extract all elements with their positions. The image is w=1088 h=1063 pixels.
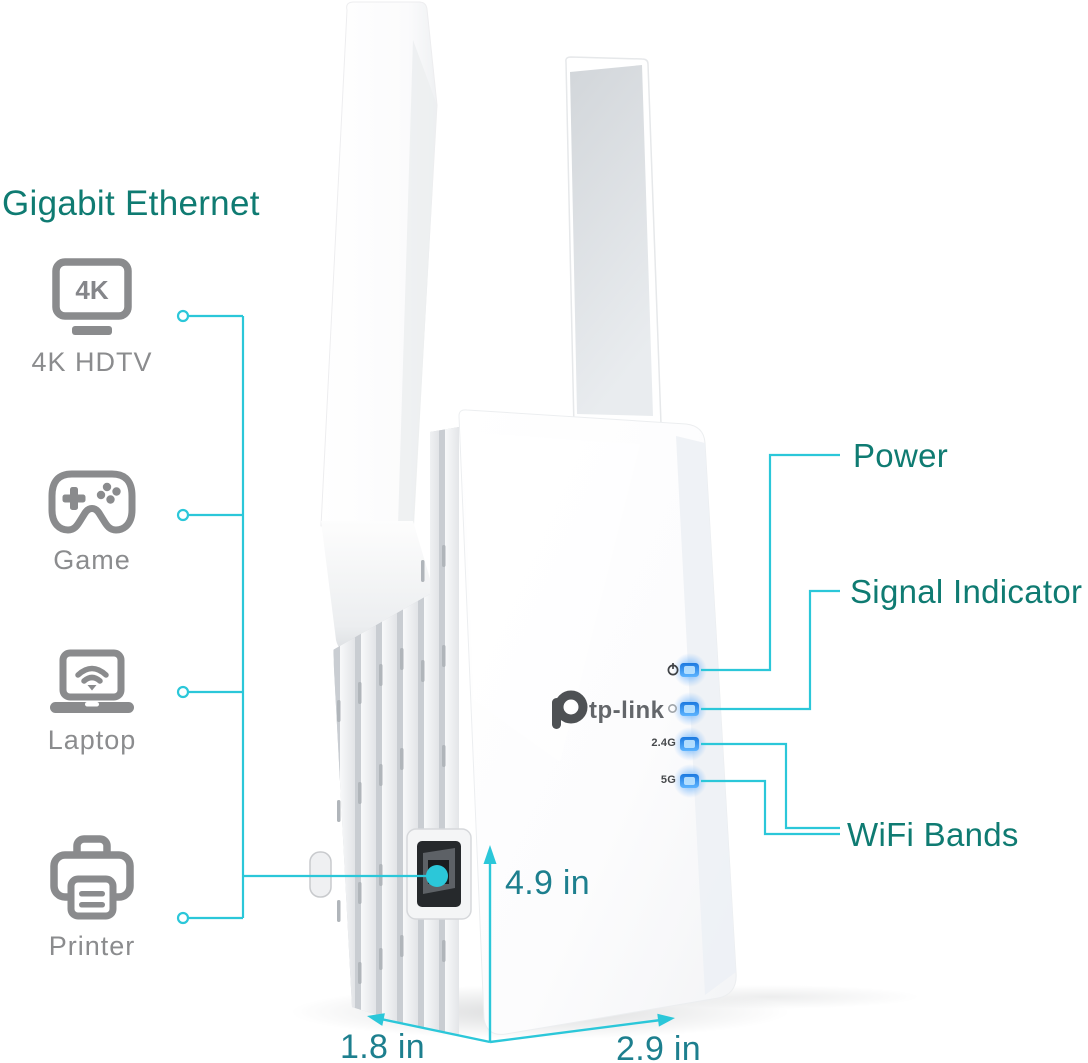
printer-icon	[50, 835, 134, 920]
band-5g-led-label: 5G	[660, 774, 676, 786]
power-icon	[667, 663, 679, 676]
band-24g-led-label: 2.4G	[651, 737, 676, 749]
device-item-printer: Printer	[18, 834, 166, 962]
signal-led	[673, 692, 707, 726]
right-antenna	[565, 56, 662, 429]
wifi-bands-callout-label: WiFi Bands	[847, 816, 1019, 853]
left-antenna	[320, 1, 442, 653]
height-dimension-label: 4.9 in	[505, 864, 590, 902]
ethernet-connection-dot	[426, 865, 448, 887]
depth-arrowhead	[367, 1013, 385, 1026]
width-arrowhead	[657, 1013, 675, 1027]
device-item-laptop: Laptop	[18, 648, 166, 756]
band-5g-led	[673, 764, 707, 798]
device-item-4k-hdtv: 4K 4K HDTV	[18, 256, 166, 378]
dimension-lines	[367, 845, 675, 1044]
depth-dimension-label: 1.8 in	[340, 1028, 425, 1063]
device-item-label: Laptop	[47, 725, 137, 755]
front-face	[458, 409, 737, 1035]
laptop-wifi-icon	[50, 649, 134, 713]
device-item-label: 4K HDTV	[31, 347, 153, 377]
gamepad-icon	[48, 470, 136, 534]
led-indicators	[673, 653, 707, 798]
signal-indicator-callout-label: Signal Indicator	[850, 573, 1083, 610]
side-button	[309, 851, 332, 898]
tv-4k-badge: 4K	[75, 275, 108, 305]
height-arrowhead	[483, 845, 497, 864]
device-item-game: Game	[18, 466, 166, 576]
power-led	[673, 653, 707, 687]
left-callout-lines	[176, 309, 448, 925]
power-callout-label: Power	[853, 437, 949, 474]
tplink-brand-text: tp-link	[589, 697, 665, 724]
right-callout-lines	[701, 453, 840, 836]
device-item-label: Printer	[48, 931, 136, 961]
band-24g-led	[673, 727, 707, 761]
tv-4k-icon: 4K	[52, 258, 132, 335]
tplink-logo-mark	[552, 690, 588, 729]
device-item-label: Game	[53, 545, 131, 575]
width-dimension-label: 2.9 in	[616, 1030, 701, 1063]
signal-icon	[667, 703, 678, 714]
gigabit-ethernet-heading: Gigabit Ethernet	[2, 184, 260, 223]
